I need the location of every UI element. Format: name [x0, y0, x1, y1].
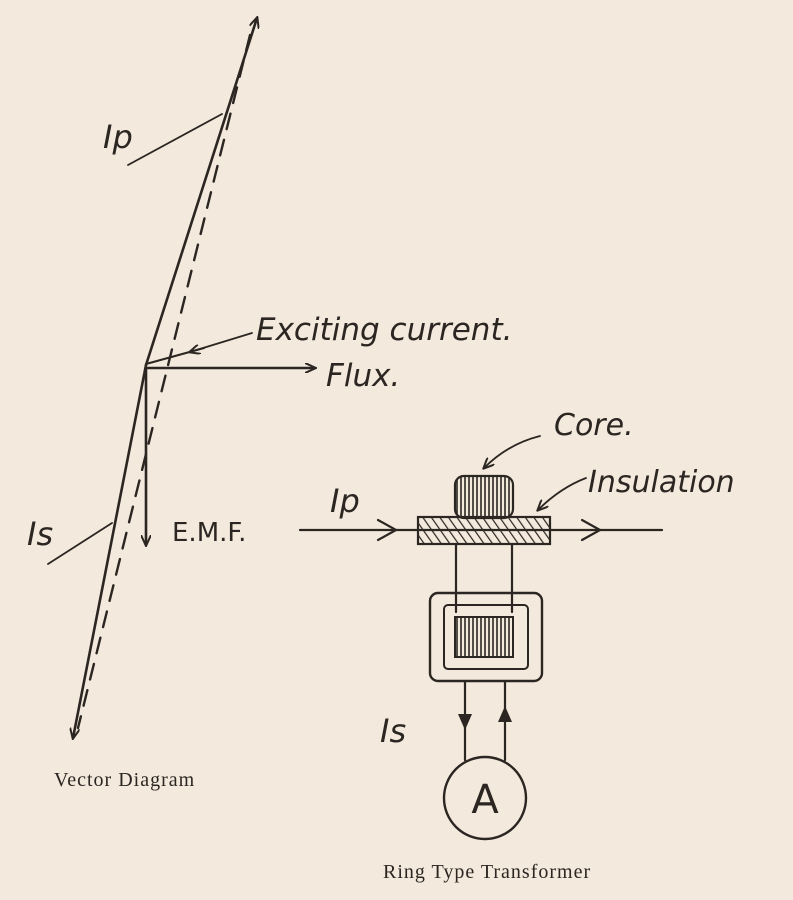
- ring-outer: [428, 591, 544, 683]
- caption-vector-diagram: Vector Diagram: [54, 769, 195, 791]
- label-ip-vector: Ip: [103, 118, 133, 156]
- core-top: [453, 474, 515, 520]
- ring-inner: [443, 604, 529, 670]
- is-vector: [73, 363, 148, 738]
- secondary-winding: [454, 616, 514, 658]
- ip-vector: [144, 18, 257, 367]
- ip-leader: [127, 113, 223, 166]
- label-is-vector: Is: [27, 515, 53, 553]
- label-flux: Flux.: [326, 358, 400, 394]
- insulation-leader: [538, 477, 587, 510]
- ring-type-transformer: A Core. Insulation Ip Is Ring Type Trans…: [298, 408, 735, 883]
- vector-diagram: Ip Is Exciting current. Flux. E.M.F. Vec…: [27, 18, 512, 791]
- secondary-arrow-down: [458, 714, 472, 730]
- dashed-resultant-line: [76, 33, 252, 730]
- exciting-current-leader: [190, 332, 253, 352]
- caption-ring-transformer: Ring Type Transformer: [383, 861, 591, 883]
- is-leader: [47, 522, 113, 565]
- label-insulation: Insulation: [588, 465, 735, 500]
- label-exciting-current: Exciting current.: [256, 312, 512, 348]
- secondary-arrow-up: [498, 706, 512, 722]
- primary-arrow-right: [580, 518, 602, 542]
- primary-arrow-left: [376, 518, 398, 542]
- core-leader: [484, 435, 541, 468]
- label-core: Core.: [554, 408, 634, 443]
- ammeter-symbol: A: [471, 777, 499, 823]
- label-is-secondary: Is: [380, 712, 406, 750]
- insulation-bar: [416, 515, 552, 546]
- label-emf: E.M.F.: [172, 518, 246, 548]
- label-ip-primary: Ip: [330, 482, 360, 520]
- ammeter-circle: [442, 755, 528, 841]
